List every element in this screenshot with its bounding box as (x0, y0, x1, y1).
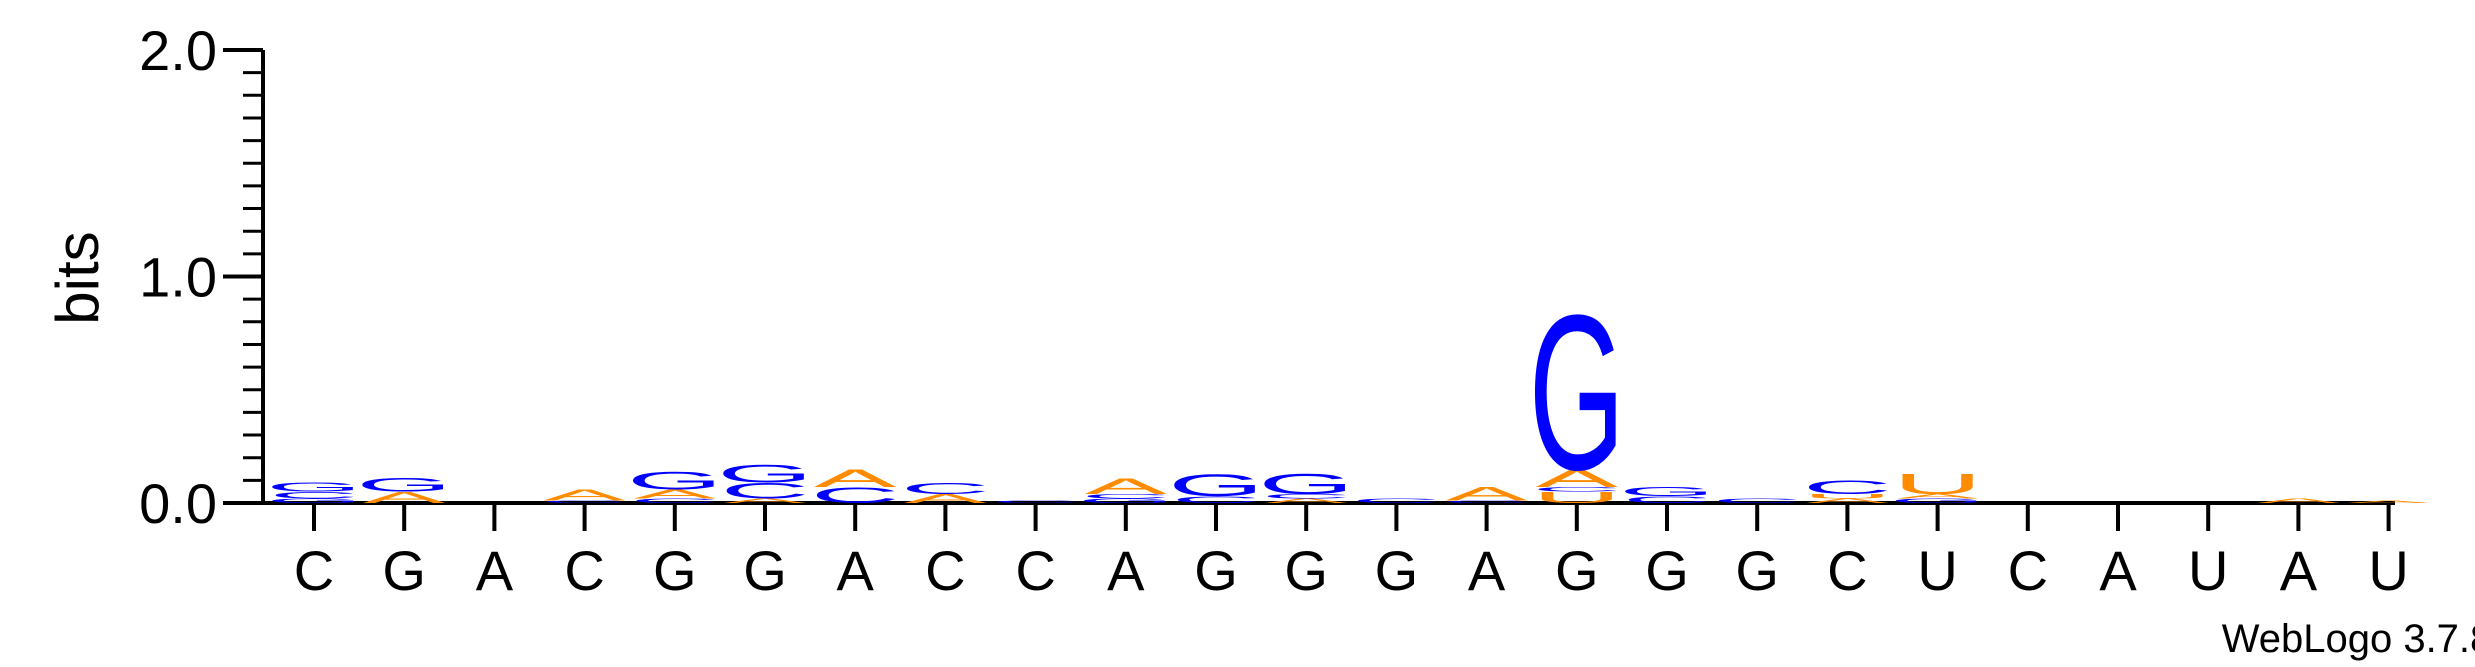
x-tick-label: C (2008, 539, 2048, 602)
x-tick-label: G (1645, 539, 1689, 602)
logo-letter-G: G (1168, 468, 1264, 503)
logo-letter-U: U (1803, 493, 1892, 500)
weblogo-credit: WebLogo 3.7.8 (2222, 617, 2475, 661)
logo-letter-G: G (1890, 497, 1986, 504)
logo-letter-C: C (540, 500, 629, 504)
x-tick-label: G (653, 539, 697, 602)
logo-letter-C: C (630, 497, 719, 504)
x-tick-label: U (2368, 539, 2408, 602)
logo-letter-U: U (1893, 468, 1982, 500)
logo-letter-A: A (904, 492, 987, 506)
x-tick-label: A (1107, 539, 1145, 602)
logo-letter-G: G (1529, 269, 1625, 516)
logo-letter-A: A (1265, 497, 1348, 504)
y-axis-title: bits (44, 231, 111, 324)
logo-letter-A: A (1085, 474, 1169, 499)
x-tick-label: C (1015, 539, 1055, 602)
logo-letter-C: C (1442, 500, 1531, 504)
y-tick-label: 2.0 (139, 19, 217, 82)
x-tick-label: C (564, 539, 604, 602)
x-tick-label: C (294, 539, 334, 602)
x-tick-label: G (382, 539, 426, 602)
x-tick-label: G (1735, 539, 1779, 602)
logo-letter-A: A (1445, 484, 1527, 505)
x-tick-label: A (476, 539, 514, 602)
y-tick-label: 1.0 (139, 246, 217, 309)
logo-letter-A: A (2347, 500, 2430, 504)
logo-letter-A: A (724, 497, 807, 504)
logo-letter-U: U (1532, 489, 1621, 507)
logo-letter-C: C (1171, 494, 1260, 505)
x-tick-label: A (2099, 539, 2137, 602)
x-tick-label: G (1284, 539, 1328, 602)
logo-letter-C: C (1532, 486, 1621, 493)
logo-letter-G: G (717, 460, 813, 488)
x-tick-label: G (743, 539, 787, 602)
logo-letter-C: C (1081, 493, 1170, 500)
logo-letter-A: A (363, 489, 446, 507)
y-ticks: 0.0 1.0 2.0 (139, 19, 263, 535)
logo-letter-G: G (1078, 497, 1174, 504)
logo-letter-C: C (1713, 497, 1802, 504)
logo-letter-A: A (1896, 493, 1979, 500)
logo-letter-G: G (1258, 468, 1354, 500)
logo-letter-G: G (266, 480, 362, 494)
logo-letter-C: C (1622, 494, 1711, 505)
x-tick-label: G (1375, 539, 1419, 602)
x-tick-label: U (2188, 539, 2228, 602)
logo-letter-C: C (901, 480, 990, 498)
logo-letter-A: A (1806, 497, 1889, 504)
x-tick-label: G (1194, 539, 1238, 602)
x-tick-label: U (1917, 539, 1957, 602)
logo-letter-C: C (1352, 497, 1441, 504)
logo-letter-G: G (1619, 485, 1715, 499)
x-tick-label: A (837, 539, 875, 602)
logo-letter-G: G (627, 466, 723, 494)
logo-letter-C: C (811, 483, 900, 508)
logo-letter-A: A (634, 487, 717, 501)
logo-letter-A: A (2257, 497, 2340, 504)
logo-letter-C: C (1803, 477, 1892, 498)
x-tick-label: C (925, 539, 965, 602)
logo-letter-C: C (269, 490, 358, 501)
logo-letter-G: G (266, 497, 362, 504)
logo-letter-C: C (720, 479, 809, 504)
logo-letter-A: A (814, 464, 897, 492)
x-tick-label: A (1468, 539, 1506, 602)
logo-letter-A: A (1536, 464, 1619, 492)
x-tick-label: G (1555, 539, 1599, 602)
x-tick-label: C (1827, 539, 1867, 602)
y-tick-label: 0.0 (139, 472, 217, 535)
logo-letter-C: C (1262, 493, 1351, 500)
logo-letter-A: A (543, 486, 626, 504)
logo-letter-G: G (356, 474, 452, 495)
x-tick-label: A (2280, 539, 2318, 602)
logo-letter-C: C (991, 500, 1080, 504)
